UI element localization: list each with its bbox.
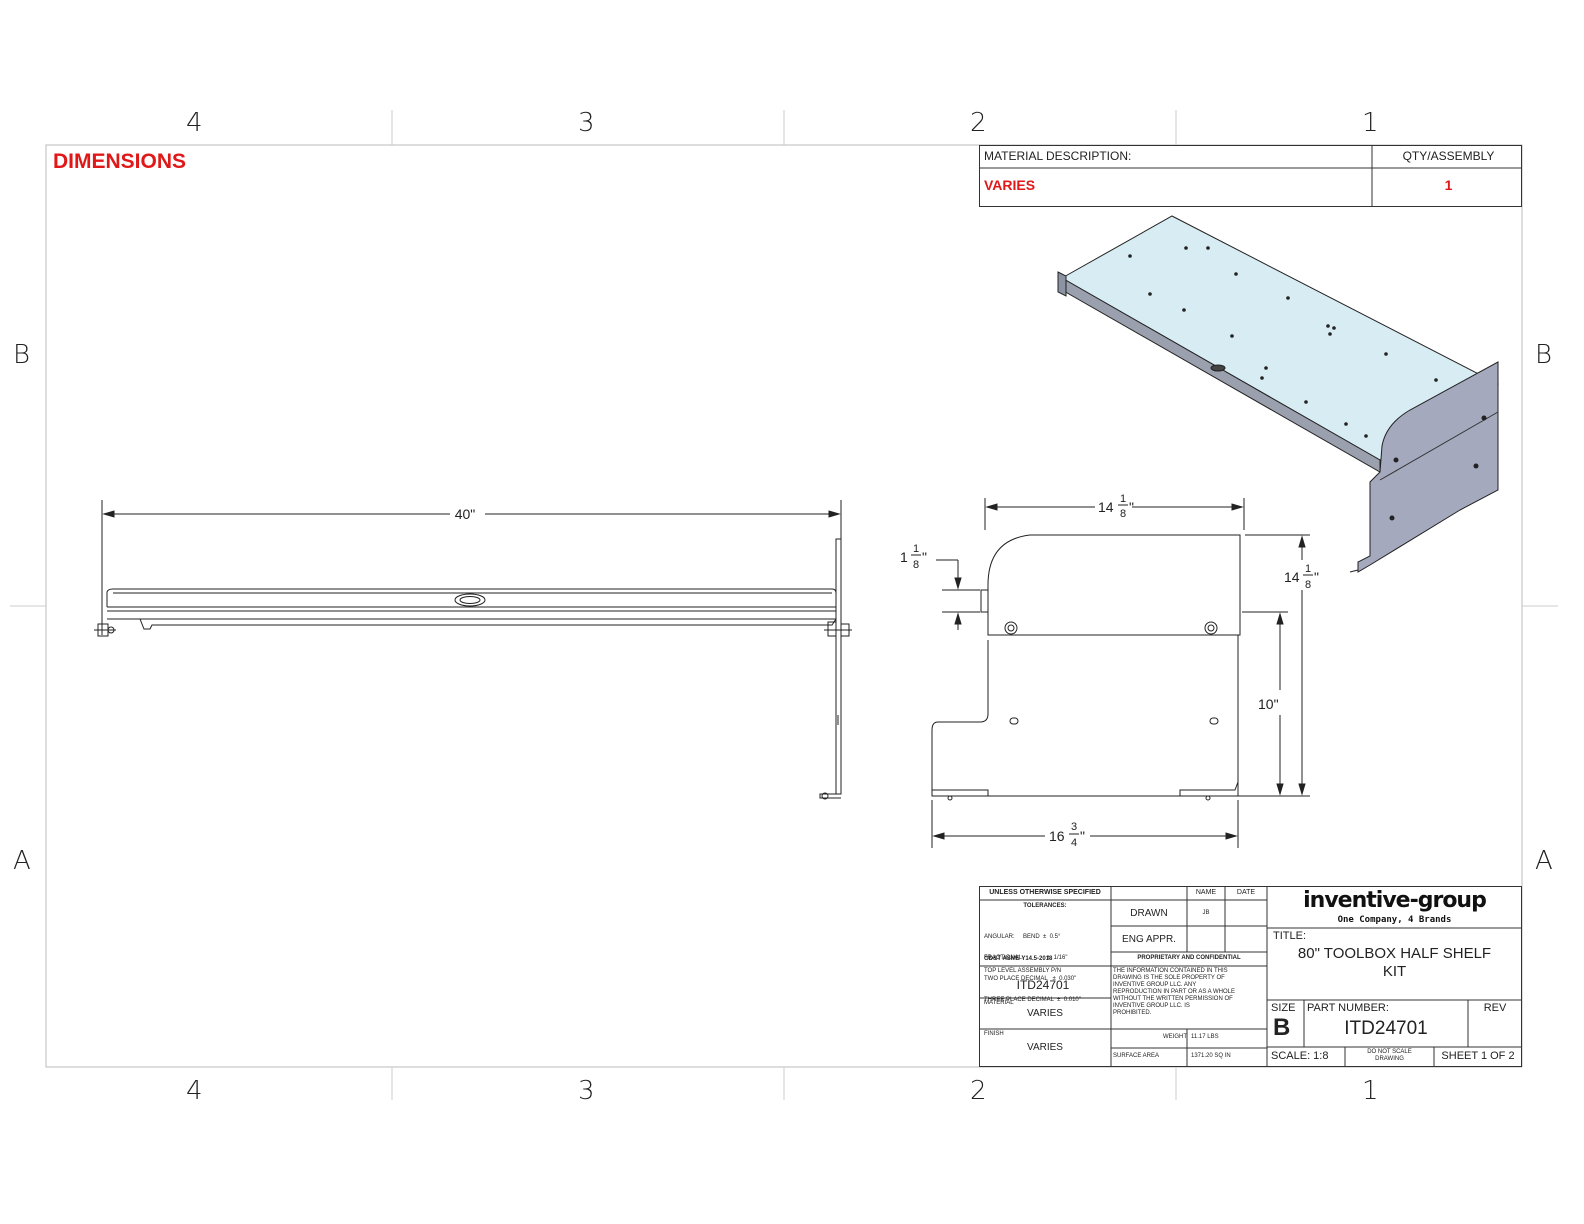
- right-num: 1: [1305, 563, 1311, 575]
- front-view: 40": [94, 500, 852, 800]
- zone-label-right-b: B: [1535, 340, 1553, 370]
- size-value: B: [1273, 1014, 1291, 1041]
- scale-label: SCALE: 1:8: [1271, 1050, 1329, 1062]
- side-top-whole: 14: [1098, 499, 1114, 515]
- qty-value: 1: [1444, 177, 1453, 193]
- material-label: MATERIAL: [984, 1000, 1014, 1006]
- do-not-scale-line: DRAWING: [1375, 1056, 1404, 1062]
- gdt-label: GD&T ASME Y14.5-2018: [984, 956, 1053, 962]
- zone-label-bottom-3: 3: [578, 1076, 595, 1106]
- name-header: NAME: [1195, 889, 1217, 896]
- title-line-1: 80" TOOLBOX HALF SHELF: [1297, 945, 1492, 962]
- material-desc-label: MATERIAL DESCRIPTION:: [984, 149, 1132, 163]
- tolerance-lines: ANGULAR: BEND ± 0.5° FRACTIONAL: ± 1/16"…: [984, 920, 1081, 1018]
- bottom-whole: 16: [1049, 828, 1065, 844]
- svg-text:": ": [1314, 569, 1319, 585]
- right-den: 8: [1305, 579, 1311, 591]
- surface-area-value: 1371.20 SQ IN: [1191, 1053, 1231, 1059]
- weight-value: 11.17 LBS: [1191, 1034, 1219, 1040]
- zone-label-left-b: B: [13, 340, 31, 370]
- do-not-scale-line: DO NOT SCALE: [1367, 1049, 1412, 1055]
- unless-label: UNLESS OTHERWISE SPECIFIED: [989, 889, 1101, 896]
- page-title: DIMENSIONS: [53, 150, 187, 173]
- side-top-num: 1: [1120, 493, 1126, 505]
- tol-line: THREE PLACE DECIMAL ± 0.010": [984, 997, 1081, 1003]
- flange-whole: 1: [900, 549, 908, 565]
- flange-den: 8: [913, 559, 919, 571]
- title-block: UNLESS OTHERWISE SPECIFIED TOLERANCES: A…: [979, 886, 1522, 1067]
- right-whole: 14: [1284, 569, 1300, 585]
- proprietary-line: INVENTIVE GROUP LLC. ANY: [1113, 982, 1197, 988]
- company-tagline: One Company, 4 Brands: [1337, 915, 1452, 925]
- side-view: 14 1 8 " 1 1 8 " 14 1 8 " 10" 16 3 4 ": [900, 493, 1319, 849]
- bottom-den: 4: [1071, 837, 1077, 849]
- tol-line: ANGULAR: BEND ± 0.5°: [984, 934, 1061, 940]
- material-value: VARIES: [1027, 1008, 1063, 1019]
- title-label: TITLE:: [1273, 930, 1307, 942]
- tol-line: TWO PLACE DECIMAL ± 0.030": [984, 976, 1077, 982]
- title-line-2: KIT: [1382, 963, 1407, 980]
- zone-label-top-2: 2: [970, 108, 987, 138]
- zone-label-left-a: A: [13, 846, 31, 876]
- proprietary-line: THE INFORMATION CONTAINED IN THIS: [1113, 968, 1228, 974]
- svg-text:": ": [922, 549, 927, 565]
- zone-label-bottom-2: 2: [970, 1076, 987, 1106]
- proprietary-line: DRAWING IS THE SOLE PROPERTY OF: [1113, 975, 1225, 981]
- proprietary-line: INVENTIVE GROUP LLC. IS: [1113, 1003, 1190, 1009]
- svg-text:": ": [1080, 828, 1085, 844]
- front-width-dimension: 40": [455, 506, 476, 522]
- bottom-num: 3: [1071, 821, 1077, 833]
- qty-label: QTY/ASSEMBLY: [1402, 149, 1495, 163]
- material-block: MATERIAL DESCRIPTION: QTY/ASSEMBLY VARIE…: [979, 145, 1522, 207]
- zone-label-right-a: A: [1535, 846, 1553, 876]
- rev-label: REV: [1483, 1002, 1507, 1014]
- tol-line: FRACTIONAL: ± 1/16": [984, 955, 1068, 961]
- weight-label: WEIGHT: [1163, 1034, 1187, 1040]
- side-top-den: 8: [1120, 508, 1126, 520]
- size-label: SIZE: [1271, 1002, 1296, 1014]
- zone-label-top-4: 4: [186, 108, 203, 138]
- zone-label-bottom-1: 1: [1362, 1076, 1379, 1106]
- tolerances-label: TOLERANCES:: [1023, 903, 1067, 909]
- height-dimension: 10": [1258, 696, 1279, 712]
- top-level-label: TOP LEVEL ASSEMBLY P/N: [984, 968, 1062, 974]
- proprietary-line: PROHIBITED.: [1113, 1010, 1152, 1016]
- part-number-label: PART NUMBER:: [1307, 1002, 1389, 1014]
- finish-label: FINISH: [984, 1031, 1004, 1037]
- svg-text:": ": [1129, 499, 1134, 515]
- proprietary-text: THE INFORMATION CONTAINED IN THIS DRAWIN…: [1113, 968, 1235, 1017]
- isometric-view: [1057, 215, 1499, 573]
- flange-num: 1: [913, 543, 919, 555]
- drawn-name: JB: [1202, 910, 1210, 916]
- proprietary-label: PROPRIETARY AND CONFIDENTIAL: [1137, 955, 1241, 961]
- proprietary-line: REPRODUCTION IN PART OR AS A WHOLE: [1113, 989, 1236, 995]
- finish-value: VARIES: [1027, 1042, 1063, 1053]
- company-logo: inventive-group: [1303, 888, 1487, 913]
- date-header: DATE: [1236, 889, 1256, 896]
- surface-area-label: SURFACE AREA: [1113, 1053, 1160, 1059]
- material-desc-value: VARIES: [984, 177, 1036, 193]
- eng-approval-label: ENG APPR.: [1122, 934, 1176, 945]
- drawn-label: DRAWN: [1130, 908, 1168, 919]
- do-not-scale-note: DO NOT SCALE DRAWING: [1345, 1049, 1434, 1063]
- zone-label-top-3: 3: [578, 108, 595, 138]
- top-level-value: ITD24701: [1016, 978, 1070, 992]
- part-number-value: ITD24701: [1344, 1018, 1428, 1039]
- sheet-label: SHEET 1 OF 2: [1441, 1050, 1515, 1062]
- proprietary-line: WITHOUT THE WRITTEN PERMISSION OF: [1113, 996, 1233, 1002]
- zone-label-top-1: 1: [1362, 108, 1379, 138]
- zone-label-bottom-4: 4: [186, 1076, 203, 1106]
